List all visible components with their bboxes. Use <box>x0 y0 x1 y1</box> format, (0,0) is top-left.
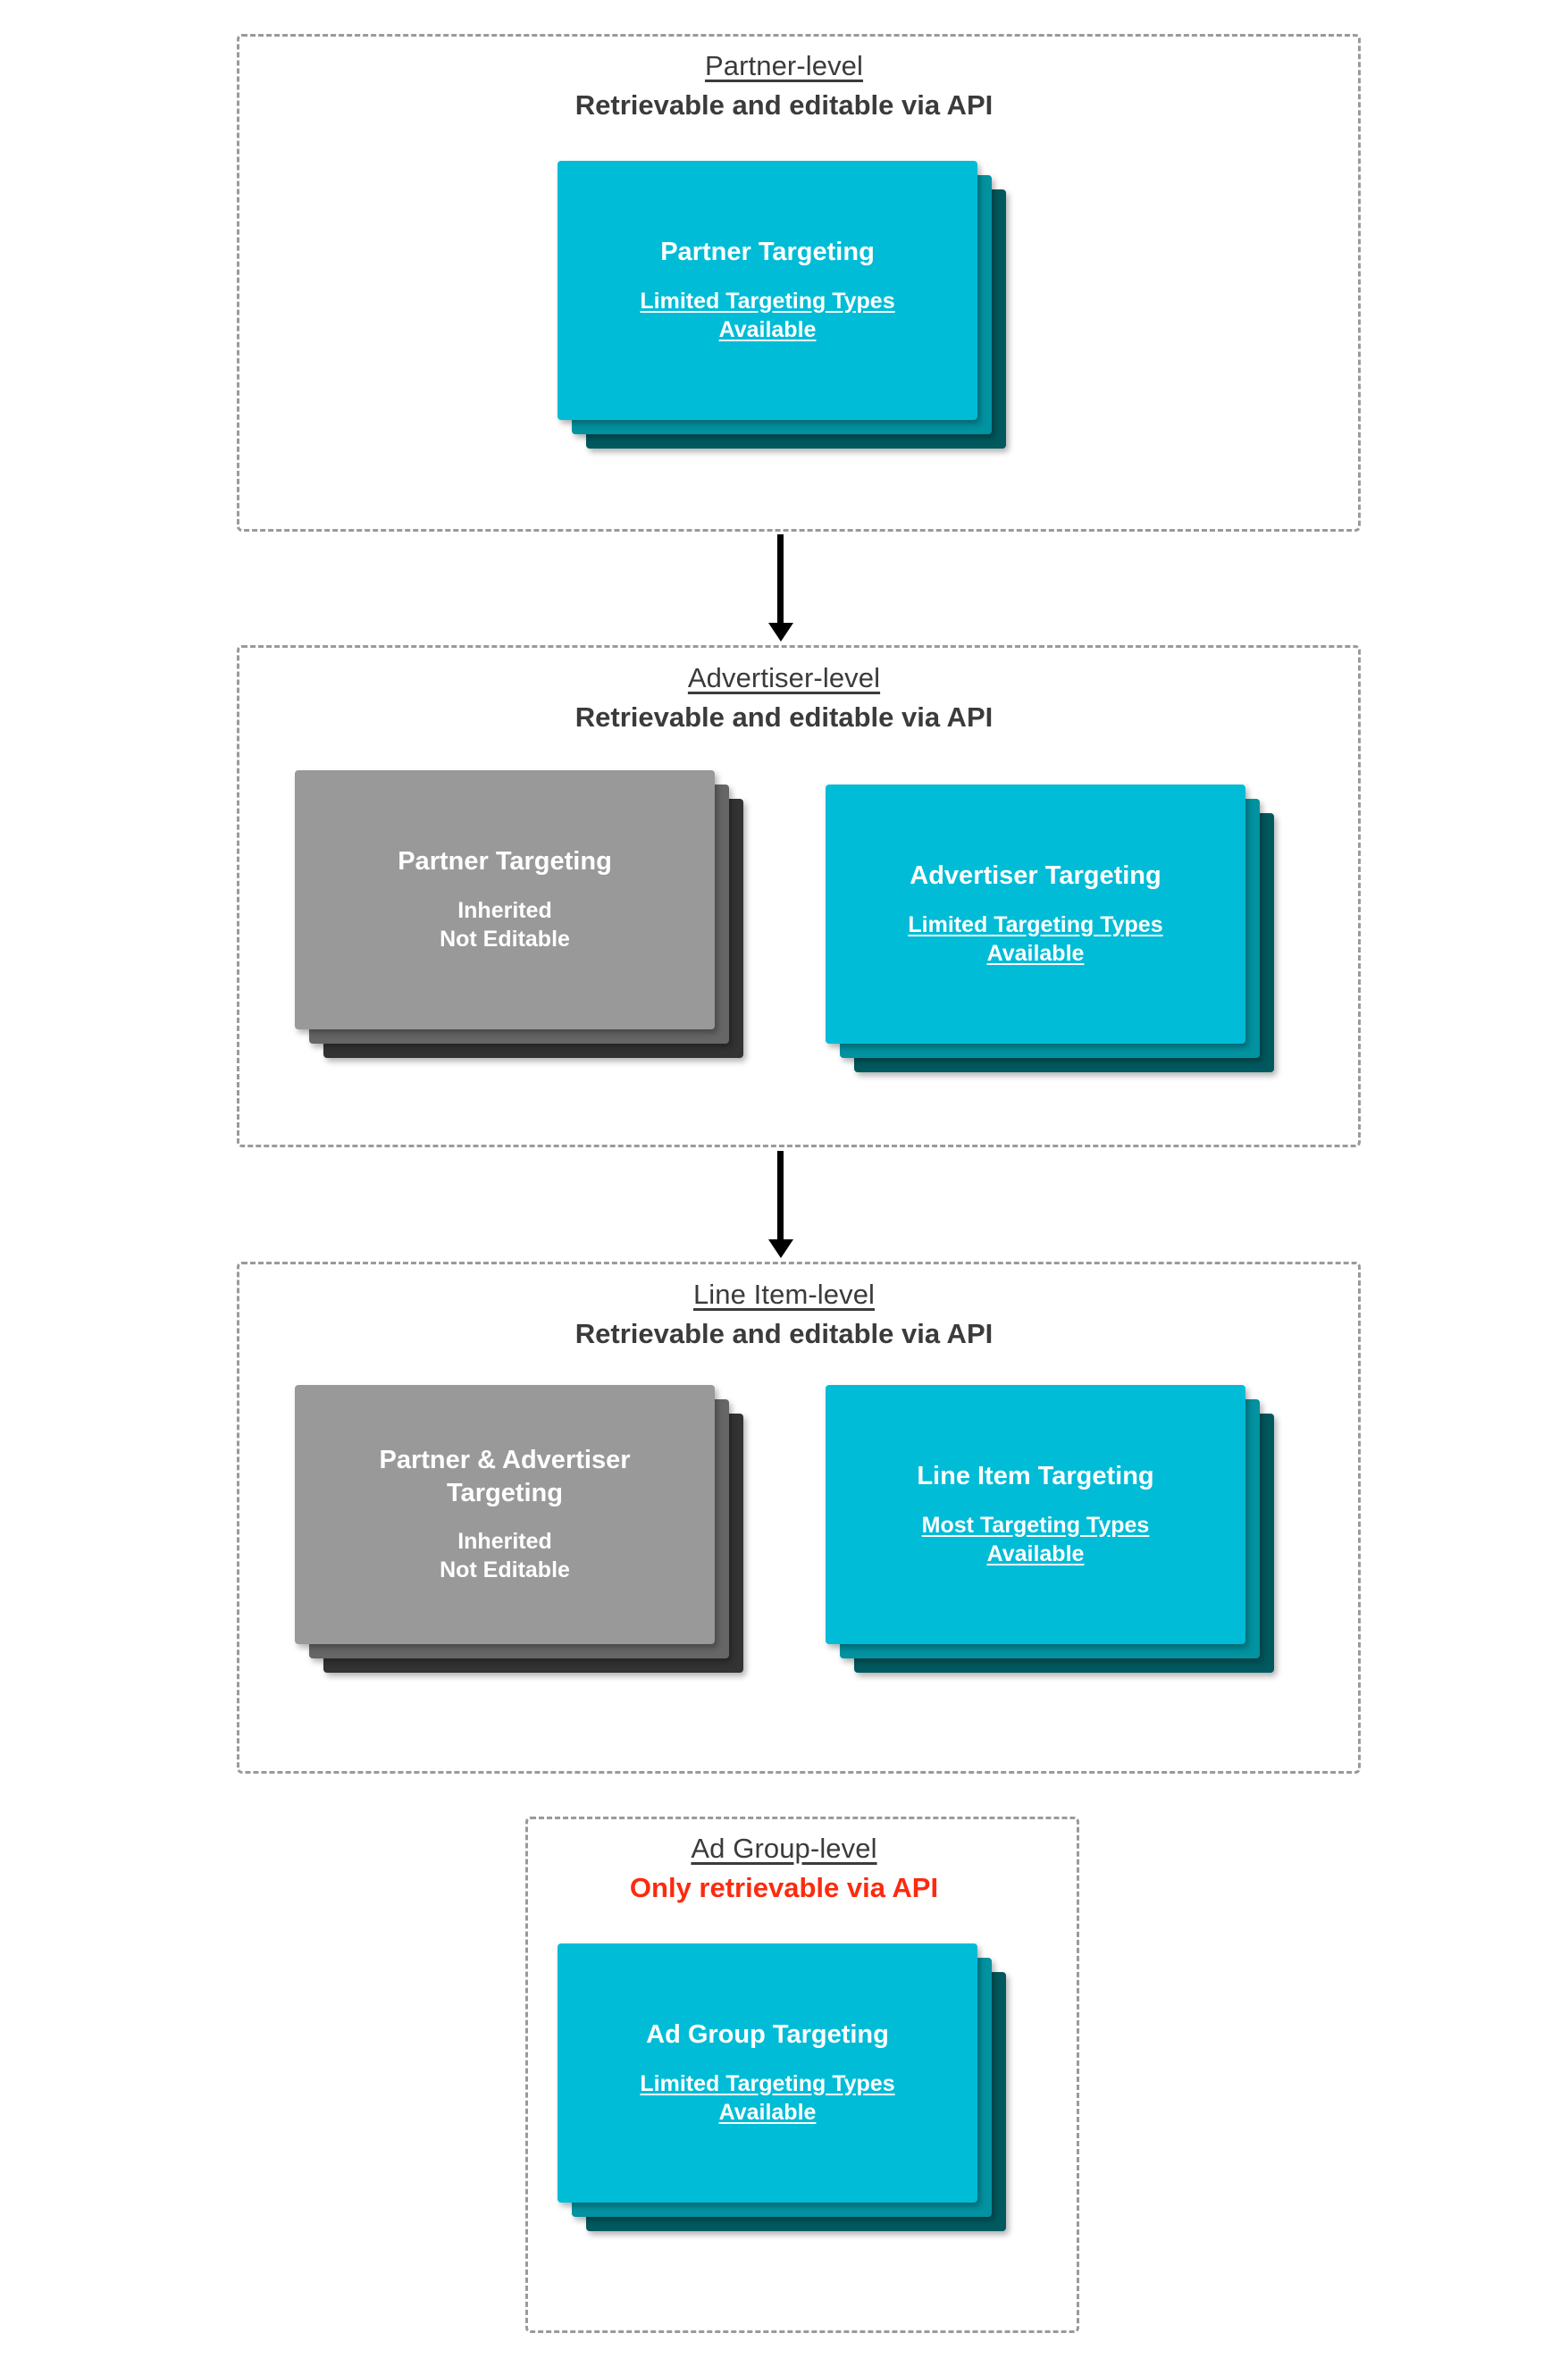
level-container-advertiser <box>237 645 1361 1147</box>
card-title: Partner & Advertiser Targeting <box>379 1446 631 1507</box>
card-title: Ad Group Targeting <box>646 2020 889 2050</box>
card-layer-front[interactable]: Line Item Targeting Most Targeting Types… <box>826 1385 1245 1644</box>
card-stack-line-item-targeting[interactable]: Line Item Targeting Most Targeting Types… <box>826 1385 1274 1673</box>
card-layer-front[interactable]: Partner Targeting Inherited Not Editable <box>295 770 715 1029</box>
down-arrow-icon-advertiser-to-line-item <box>777 1151 784 1240</box>
card-note: Limited Targeting Types Available <box>908 911 1163 967</box>
card-stack-advertiser-targeting[interactable]: Advertiser Targeting Limited Targeting T… <box>826 785 1274 1072</box>
level-container-partner <box>237 34 1361 532</box>
card-title: Partner Targeting <box>660 238 875 267</box>
card-note: Limited Targeting Types Available <box>640 288 895 343</box>
level-container-ad-group <box>525 1817 1079 2333</box>
card-note: Most Targeting Types Available <box>921 1512 1150 1567</box>
card-note: Inherited Not Editable <box>440 897 570 953</box>
level-container-line-item <box>237 1262 1361 1774</box>
card-layer-front[interactable]: Partner & Advertiser Targeting Inherited… <box>295 1385 715 1644</box>
down-arrow-icon-partner-to-advertiser <box>777 534 784 624</box>
card-layer-front[interactable]: Partner Targeting Limited Targeting Type… <box>558 161 977 420</box>
card-stack-inherited-partner-targeting[interactable]: Partner Targeting Inherited Not Editable <box>295 770 743 1058</box>
card-stack-partner-targeting[interactable]: Partner Targeting Limited Targeting Type… <box>558 161 1006 449</box>
card-note: Limited Targeting Types Available <box>640 2070 895 2126</box>
card-title: Advertiser Targeting <box>910 861 1161 891</box>
card-title: Partner Targeting <box>398 847 612 877</box>
card-stack-inherited-partner-advertiser-targeting[interactable]: Partner & Advertiser Targeting Inherited… <box>295 1385 743 1673</box>
card-layer-front[interactable]: Advertiser Targeting Limited Targeting T… <box>826 785 1245 1044</box>
card-note: Inherited Not Editable <box>440 1528 570 1583</box>
card-stack-ad-group-targeting[interactable]: Ad Group Targeting Limited Targeting Typ… <box>558 1943 1006 2231</box>
card-layer-front[interactable]: Ad Group Targeting Limited Targeting Typ… <box>558 1943 977 2203</box>
card-title: Line Item Targeting <box>917 1462 1154 1491</box>
